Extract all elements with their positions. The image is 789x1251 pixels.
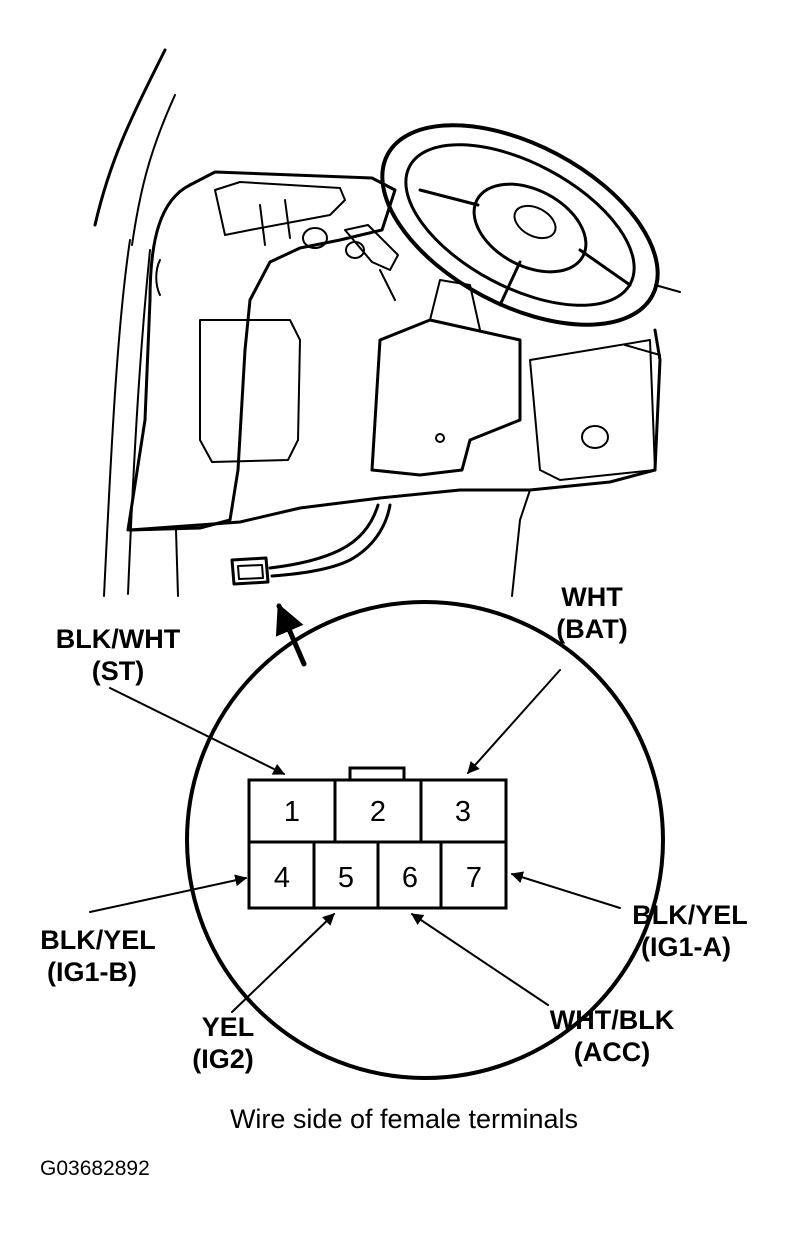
terminal-5: 5	[338, 862, 354, 894]
label-acc: WHT/BLK (ACC)	[550, 1005, 675, 1067]
label-ig1b-color: BLK/YEL	[40, 925, 156, 955]
connector-latch	[348, 766, 406, 782]
figure-code: G03682892	[40, 1157, 150, 1180]
label-ig1b-circuit: (IG1-B)	[47, 957, 137, 987]
label-acc-circuit: (ACC)	[574, 1037, 650, 1067]
zoom-circle	[185, 600, 665, 1080]
terminal-1: 1	[284, 796, 300, 828]
label-ig1a-color: BLK/YEL	[632, 900, 748, 930]
leader-arrows	[89, 669, 621, 1013]
terminal-3: 3	[455, 796, 471, 828]
terminal-2: 2	[370, 796, 386, 828]
label-ig2-color: YEL	[202, 1012, 255, 1042]
figure-caption: Wire side of female terminals	[230, 1104, 578, 1134]
terminal-7: 7	[466, 862, 482, 894]
zoom-arrow	[275, 603, 307, 667]
label-ig1a-circuit: (IG1-A)	[641, 932, 731, 962]
arrow-ig1a	[510, 871, 621, 909]
label-bat: WHT (BAT)	[556, 582, 627, 644]
label-ig2: YEL (IG2)	[192, 1012, 254, 1074]
arrow-acc	[411, 913, 549, 1006]
label-ig1a: BLK/YEL (IG1-A)	[632, 900, 748, 962]
label-bat-circuit: (BAT)	[556, 614, 627, 644]
label-st: BLK/WHT (ST)	[56, 624, 181, 686]
label-st-circuit: (ST)	[92, 656, 144, 686]
label-bat-color: WHT	[561, 582, 623, 612]
terminal-6: 6	[402, 862, 418, 894]
label-ig1b: BLK/YEL (IG1-B)	[40, 925, 156, 987]
arrow-st	[109, 687, 286, 775]
arrow-ig2	[231, 913, 335, 1013]
label-ig2-circuit: (IG2)	[192, 1044, 254, 1074]
arrow-ig1b	[89, 874, 248, 913]
dashboard-illustration	[93, 48, 681, 597]
terminal-4: 4	[274, 862, 290, 894]
arrow-bat	[467, 669, 561, 774]
connector-face: 1 2 3 4 5 6 7	[247, 766, 508, 910]
label-acc-color: WHT/BLK	[550, 1005, 675, 1035]
label-st-color: BLK/WHT	[56, 624, 181, 654]
